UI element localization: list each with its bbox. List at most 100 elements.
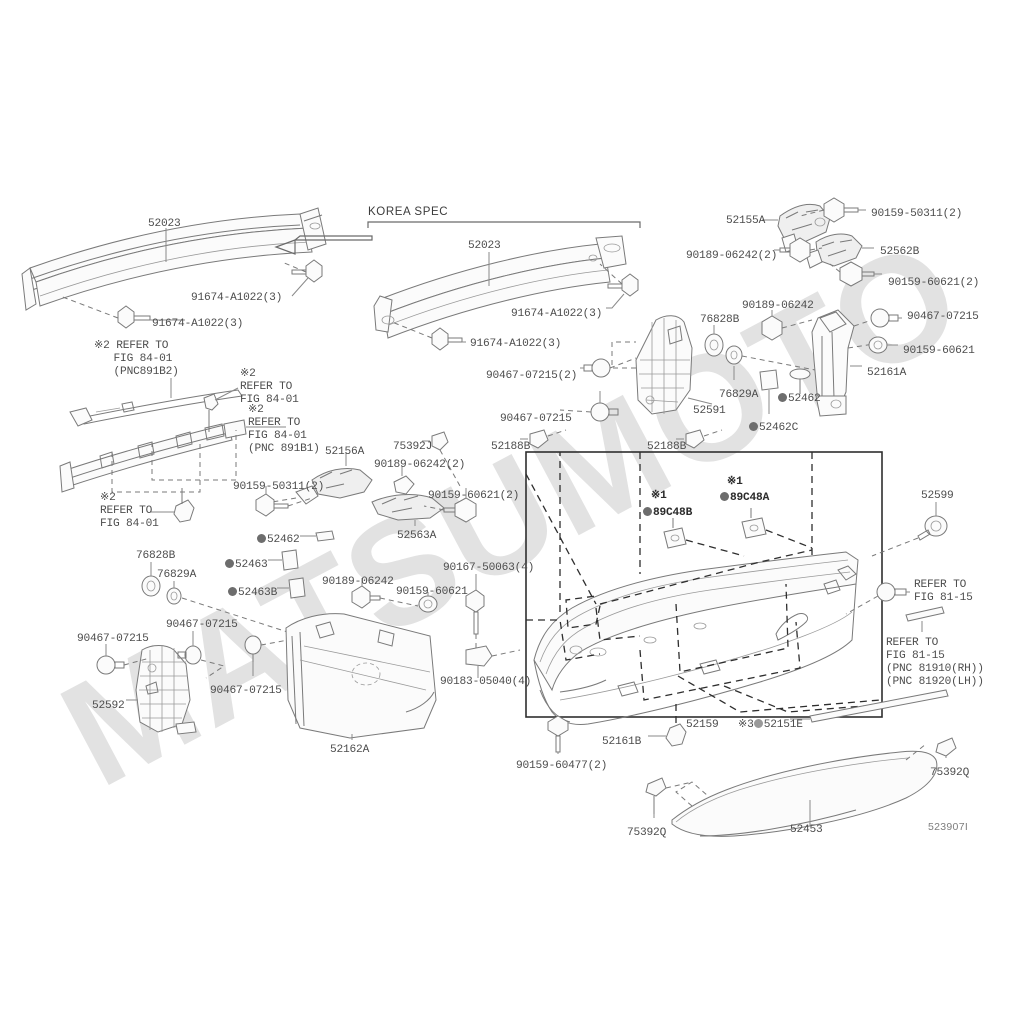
part-label-52161B: 52161B <box>602 736 641 749</box>
part-label-90189-06242: 90189-06242 <box>742 300 814 313</box>
part-label-89C48A: 89C48A <box>720 492 769 505</box>
part-label-text: 52162A <box>330 744 370 756</box>
part-label-52462C: 52462C <box>749 422 798 435</box>
part-label-90189-062422: 90189-06242(2) <box>686 250 777 263</box>
part-label-text: 52462 <box>267 534 300 546</box>
part-label-90467-07215: 90467-07215 <box>500 413 572 426</box>
part-label-text: 52463 <box>235 559 268 571</box>
part-label-text: 90159-50311(2) <box>233 481 325 493</box>
part-label-text: 90159-60477(2) <box>516 760 608 772</box>
part-label-text: 76829A <box>719 389 759 401</box>
part-label-52462: 52462 <box>778 393 821 406</box>
part-label-text: 90467-07215 <box>210 685 282 697</box>
part-label-1: ※1 <box>727 476 743 489</box>
part-label-text: 52563A <box>397 530 437 542</box>
part-label-text: 90189-06242(2) <box>686 250 778 262</box>
part-label-text: 52188B <box>491 441 531 453</box>
bullet-marker-icon <box>643 507 652 516</box>
part-label-75392Q: 75392Q <box>627 827 666 840</box>
part-label-90183-050404: 90183-05040(4) <box>440 676 531 689</box>
part-label-text: 52462 <box>788 393 821 405</box>
part-label-text: ※2 REFER TO FIG 84-01 <box>100 492 159 530</box>
part-label-text: 75392Q <box>627 827 667 839</box>
part-label-text: 91674-A1022(3) <box>470 338 562 350</box>
part-label-text: 52156A <box>325 446 365 458</box>
part-label-text: 52161A <box>867 367 907 379</box>
part-label-76828B: 76828B <box>700 314 739 327</box>
part-label-text: ※2 REFER TO FIG 84-01 (PNC891B2) <box>94 340 179 378</box>
part-label-text: 90189-06242 <box>742 300 814 312</box>
part-label-90159-503112: 90159-50311(2) <box>871 208 962 221</box>
part-label-text: 52562B <box>880 246 920 258</box>
part-label-52188B: 52188B <box>491 441 530 454</box>
part-label-76828B: 76828B <box>136 550 175 563</box>
part-label-2: ※2 REFER TO FIG 84-01 <box>100 492 159 531</box>
part-label-text: 90159-60621(2) <box>888 277 980 289</box>
part-label-2: ※2 REFER TO FIG 84-01 <box>240 368 299 407</box>
part-label-52023: 52023 <box>148 218 181 231</box>
part-label-90159-606212: 90159-60621(2) <box>428 490 519 503</box>
part-label-52463: 52463 <box>225 559 268 572</box>
part-label-90159-503112: 90159-50311(2) <box>233 481 324 494</box>
bullet-marker-icon <box>720 492 729 501</box>
part-label-52188B: 52188B <box>647 441 686 454</box>
bullet-marker-icon <box>257 534 266 543</box>
part-label-text: 52592 <box>92 700 125 712</box>
part-label-90467-07215: 90467-07215 <box>210 685 282 698</box>
part-label-text: 76828B <box>700 314 740 326</box>
part-label-text: 52599 <box>921 490 954 502</box>
part-label-text: 90159-60621 <box>396 586 468 598</box>
part-label-76829A: 76829A <box>719 389 758 402</box>
part-label-text: 52023 <box>148 218 181 230</box>
part-label-text: 52159 <box>686 719 719 731</box>
part-label-90189-062422: 90189-06242(2) <box>374 459 465 472</box>
part-label-91674-A10223: 91674-A1022(3) <box>470 338 561 351</box>
part-label-52599: 52599 <box>921 490 954 503</box>
part-label-text: 52462C <box>759 422 799 434</box>
bullet-marker-icon <box>749 422 758 431</box>
part-label-text: 90189-06242(2) <box>374 459 466 471</box>
part-label-52562B: 52562B <box>880 246 919 259</box>
part-label-text: 90467-07215(2) <box>486 370 578 382</box>
ref-marker-3: ※3 <box>738 719 754 731</box>
part-label-52592: 52592 <box>92 700 125 713</box>
part-label-text: ※1 <box>651 490 667 502</box>
part-label-text: 52023 <box>468 240 501 252</box>
part-label-52161A: 52161A <box>867 367 906 380</box>
part-label-52023: 52023 <box>468 240 501 253</box>
part-label-text: 89C48A <box>730 492 770 504</box>
part-label-75392Q: 75392Q <box>930 767 969 780</box>
part-label-52463B: 52463B <box>228 587 277 600</box>
bullet-marker-icon <box>228 587 237 596</box>
part-label-text: 90159-60621 <box>903 345 975 357</box>
part-label-90167-500634: 90167-50063(4) <box>443 562 534 575</box>
part-label-text: 75392Q <box>930 767 970 779</box>
part-label-52155A: 52155A <box>726 215 765 228</box>
part-label-90159-60621: 90159-60621 <box>903 345 975 358</box>
part-label-text: ※1 <box>727 476 743 488</box>
part-label-2REFERTO: ※2 REFER TO FIG 84-01 (PNC891B2) <box>94 340 179 379</box>
part-label-76829A: 76829A <box>157 569 196 582</box>
part-label-89C48B: 89C48B <box>643 507 692 520</box>
part-label-91674-A10223: 91674-A1022(3) <box>191 292 282 305</box>
part-label-text: REFER TO FIG 81-15 (PNC 81910(RH)) (PNC … <box>886 637 984 688</box>
part-label-text: 91674-A1022(3) <box>511 308 603 320</box>
part-label-text: 90159-50311(2) <box>871 208 963 220</box>
part-label-90467-07215: 90467-07215 <box>166 619 238 632</box>
part-label-text: ※2 REFER TO FIG 84-01 <box>240 368 299 406</box>
part-label-90467-07215: 90467-07215 <box>77 633 149 646</box>
diagram-id: 523907I <box>928 821 969 833</box>
part-label-52453: 52453 <box>790 824 823 837</box>
part-label-text: 91674-A1022(3) <box>152 318 244 330</box>
part-label-text: 52188B <box>647 441 687 453</box>
bullet-marker-icon <box>753 719 763 728</box>
part-label-text: 52591 <box>693 405 726 417</box>
part-label-text: 90467-07215 <box>500 413 572 425</box>
part-label-90159-606212: 90159-60621(2) <box>888 277 979 290</box>
part-label-text: REFER TO FIG 81-15 <box>914 579 973 604</box>
part-label-90159-60621: 90159-60621 <box>396 586 468 599</box>
part-label-1: ※1 <box>651 490 667 503</box>
